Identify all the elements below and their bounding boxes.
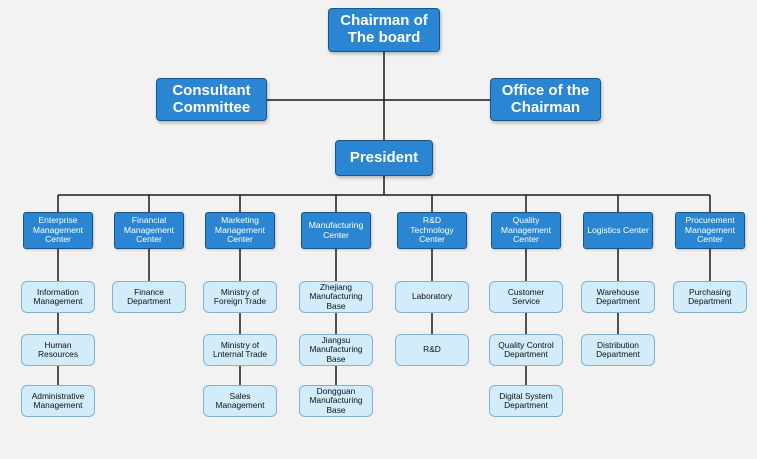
department-box-customer-service: Customer Service [489,281,563,313]
department-box-ministry-of-foreign-trade: Ministry of Foreign Trade [203,281,277,313]
department-box-information-management: Information Management [21,281,95,313]
center-box-randd-technology-center: R&D Technology Center [397,212,467,249]
department-box-digital-system-department: Digital System Department [489,385,563,417]
center-box-marketing-management-center: Marketing Management Center [205,212,275,249]
department-box-distribution-department: Distribution Department [581,334,655,366]
department-box-sales-management: Sales Management [203,385,277,417]
department-box-administrative-management: Administrative Management [21,385,95,417]
center-box-manufacturing-center: Manufacturing Center [301,212,371,249]
department-box-randd: R&D [395,334,469,366]
center-box-procurement-management-center: Procurement Management Center [675,212,745,249]
department-box-dongguan-manufacturing-base: Dongguan Manufacturing Base [299,385,373,417]
center-box-financial-management-center: Financial Management Center [114,212,184,249]
department-box-purchasing-department: Purchasing Department [673,281,747,313]
center-box-quality-management-center: Quality Management Center [491,212,561,249]
center-box-logistics-center: Logistics Center [583,212,653,249]
president-box: President [335,140,433,176]
department-box-warehouse-department: Warehouse Department [581,281,655,313]
department-box-finance-department: Finance Department [112,281,186,313]
department-box-quality-control-department: Quality Control Department [489,334,563,366]
department-box-laboratory: Laboratory [395,281,469,313]
consultant-committee-box: Consultant Committee [156,78,267,121]
chairman-box: Chairman of The board [328,8,440,52]
department-box-human-resources: Human Resources [21,334,95,366]
department-box-jiangsu-manufacturing-base: Jiangsu Manufacturing Base [299,334,373,366]
department-box-ministry-of-lnternal-trade: Ministry of Lnternal Trade [203,334,277,366]
center-box-enterprise-management-center: Enterprise Management Center [23,212,93,249]
department-box-zhejiang-manufacturing-base: Zhejiang Manufacturing Base [299,281,373,313]
office-of-chairman-box: Office of the Chairman [490,78,601,121]
